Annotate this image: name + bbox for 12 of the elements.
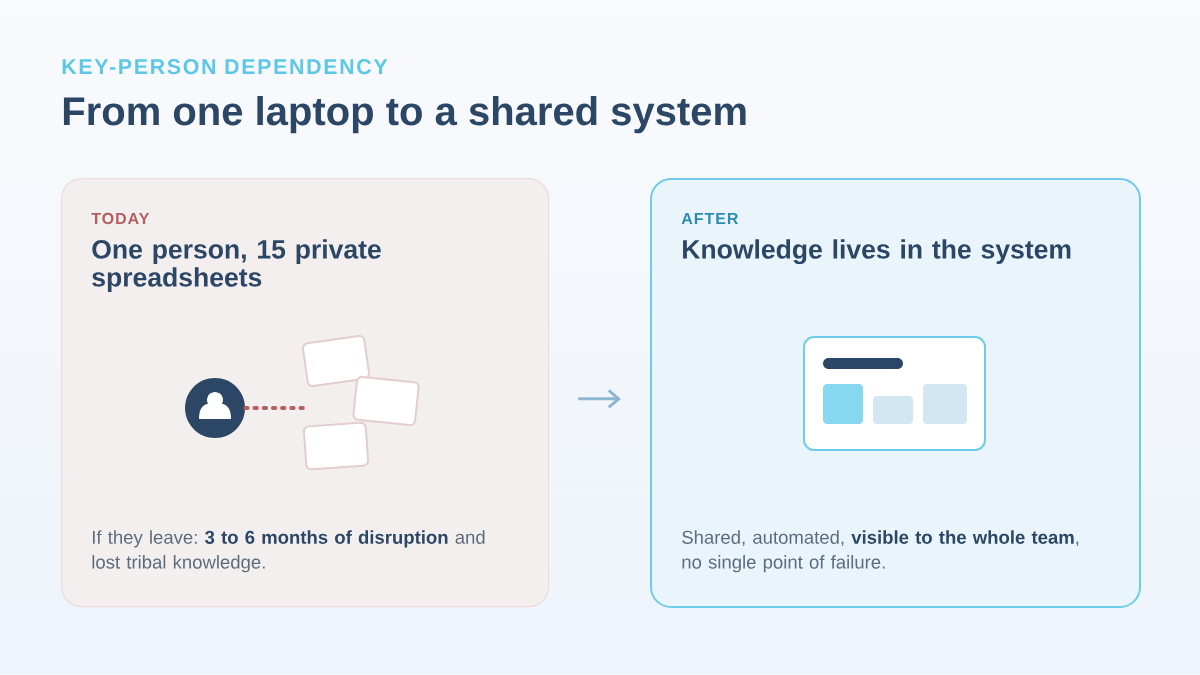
card-text: Shared, automated, visible to the whole team, no single point of failure. xyxy=(682,530,1079,573)
card-text: If they leave: 3 to 6 months of disruption and lost tribal knowledge. xyxy=(92,530,485,573)
title: From one laptop to a shared system xyxy=(63,96,746,134)
card-label: AFTER xyxy=(681,213,739,224)
card-heading: Knowledge lives in the system xyxy=(683,239,1071,265)
card-label: TODAY xyxy=(91,212,150,225)
eyebrow-label: KEY-PERSON DEPENDENCY xyxy=(62,59,388,75)
person-avatar xyxy=(185,378,245,438)
card-heading: One person, 15 private spreadsheets xyxy=(92,239,381,292)
dashed-line xyxy=(243,406,305,410)
arrow xyxy=(578,389,621,409)
sheet-stack xyxy=(301,335,420,471)
